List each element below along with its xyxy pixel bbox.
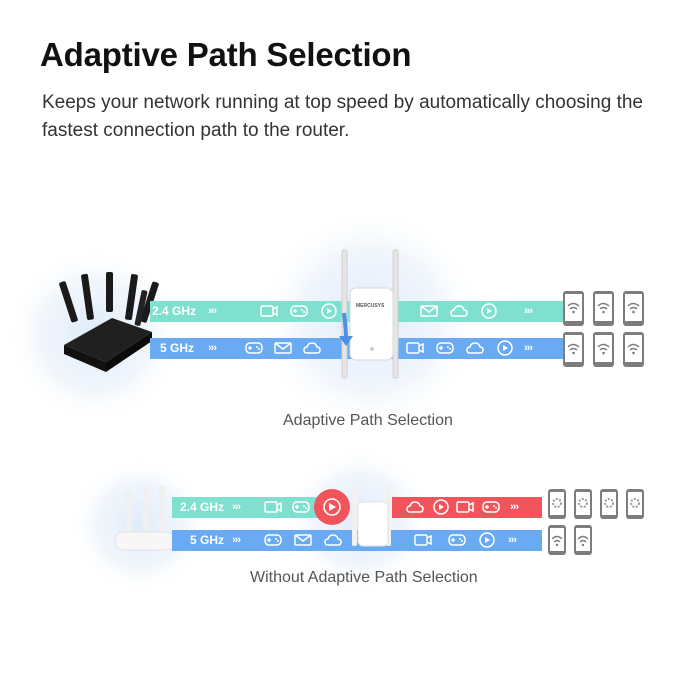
video-icon <box>414 534 432 546</box>
page-subtitle: Keeps your network running at top speed … <box>42 92 643 141</box>
cloud-upload-icon <box>406 501 424 513</box>
band-24ghz-bottom-right-congested <box>392 497 542 518</box>
devices-bottom <box>548 489 644 555</box>
extender-bottom <box>352 486 391 547</box>
arrow-chevrons: ››› <box>232 501 241 513</box>
gamepad-icon <box>448 534 466 546</box>
path-switch-arrow <box>339 312 353 346</box>
video-icon <box>264 501 282 513</box>
arrow-chevrons: ››› <box>208 305 217 317</box>
arrow-chevrons: ››› <box>208 342 217 354</box>
congestion-play-bubble <box>314 489 350 525</box>
band-24ghz-label-bottom: 2.4 GHz <box>180 500 225 514</box>
gamepad-icon <box>436 342 454 354</box>
band-5ghz-bottom-overlay: 5 GHz ››› ››› <box>172 530 542 551</box>
play-icon <box>497 340 513 356</box>
mail-icon <box>274 342 292 354</box>
video-icon <box>406 342 424 354</box>
gamepad-icon <box>264 534 282 546</box>
router-halo-bottom <box>70 455 210 595</box>
play-icon <box>481 303 497 319</box>
band-24ghz-bottom-overlay: 2.4 GHz ››› <box>172 497 322 518</box>
arrow-chevrons: ››› <box>510 501 519 513</box>
gamepad-icon <box>245 342 263 354</box>
cloud-upload-icon <box>450 305 468 317</box>
devices-top <box>563 291 644 367</box>
video-icon <box>260 305 278 317</box>
band-5ghz-top-overlay: 5 GHz ››› ››› <box>150 338 565 359</box>
mail-icon <box>420 305 438 317</box>
cloud-upload-icon <box>324 534 342 546</box>
mail-icon <box>294 534 312 546</box>
arrow-chevrons: ››› <box>524 305 533 317</box>
extender-brand-label: MERCUSYS <box>356 303 385 309</box>
band-24ghz-congested-overlay: ››› <box>392 497 542 518</box>
router-black <box>59 272 159 372</box>
play-icon <box>433 499 449 515</box>
play-icon <box>479 532 495 548</box>
arrow-chevrons: ››› <box>508 534 517 546</box>
caption-without-adaptive: Without Adaptive Path Selection <box>250 569 478 586</box>
arrow-chevrons: ››› <box>524 342 533 354</box>
band-5ghz-label-bottom: 5 GHz <box>190 533 225 547</box>
band-24ghz-bottom-left <box>172 497 322 518</box>
gamepad-icon <box>292 501 310 513</box>
cloud-upload-icon <box>303 342 321 354</box>
caption-with-adaptive: Adaptive Path Selection <box>283 412 453 429</box>
router-white <box>114 486 176 551</box>
play-icon <box>321 303 337 319</box>
gamepad-icon <box>290 305 308 317</box>
cloud-upload-icon <box>466 342 484 354</box>
band-24ghz-label: 2.4 GHz <box>152 304 197 318</box>
arrow-chevrons: ››› <box>232 534 241 546</box>
band-5ghz-label: 5 GHz <box>160 341 195 355</box>
gamepad-icon <box>482 501 500 513</box>
page-title: Adaptive Path Selection <box>40 36 412 73</box>
video-icon <box>456 501 474 513</box>
band-24ghz-top-overlay: 2.4 GHz ››› ››› <box>150 301 565 322</box>
